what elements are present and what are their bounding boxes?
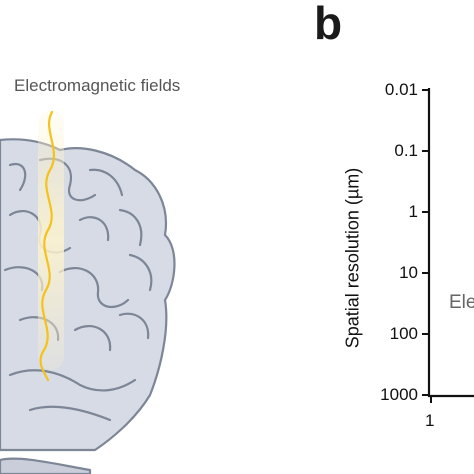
field-glow (38, 110, 64, 370)
y-tick-label: 0.01 (384, 80, 418, 99)
y-tick-label: 0.1 (394, 141, 418, 160)
panel-letter-b: b (314, 0, 343, 49)
y-tick-label: 100 (389, 324, 418, 343)
electromagnetic-fields-label: Electromagnetic fields (14, 76, 181, 95)
y-tick-marks (422, 89, 429, 396)
y-tick-label: 1 (408, 202, 418, 221)
brain-folds (3, 157, 153, 422)
y-axis-title: Spatial resolution (µm) (342, 167, 363, 349)
y-tick-label: 1000 (380, 385, 418, 404)
y-tick-label: 10 (399, 263, 418, 282)
field-wave (39, 110, 56, 382)
x-tick-label: 1 (425, 411, 435, 430)
region-label: Ele (449, 292, 474, 313)
